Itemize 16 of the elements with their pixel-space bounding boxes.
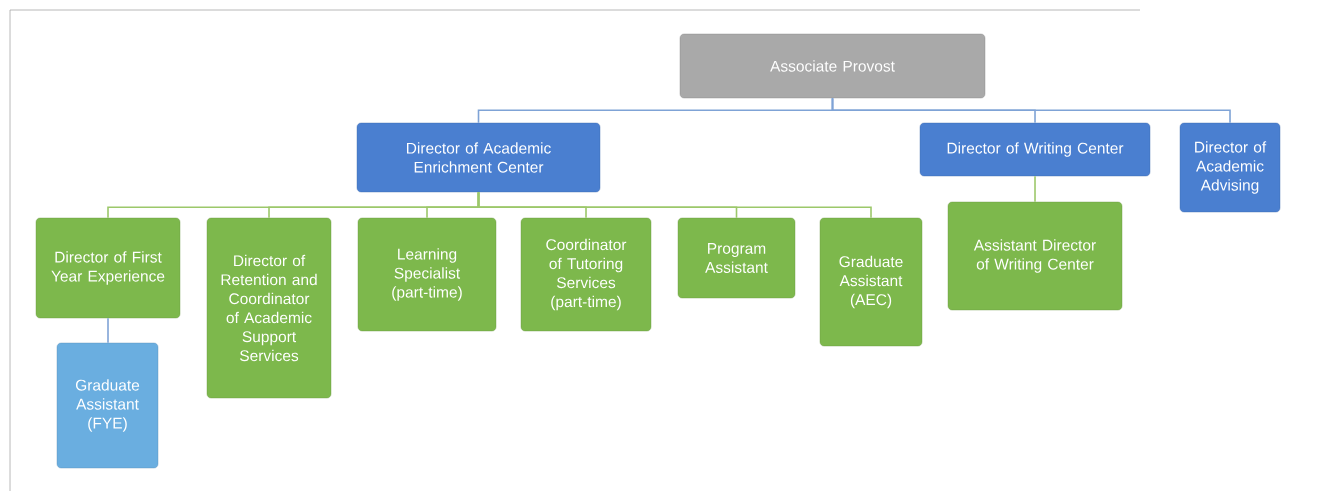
connector-line bbox=[107, 317, 109, 344]
staff-box: Learning Specialist (part-time) bbox=[357, 217, 497, 332]
connector-line bbox=[477, 191, 872, 219]
staff-box: Coordinator of Tutoring Services (part-time) bbox=[520, 217, 652, 332]
staff-box: Program Assistant bbox=[677, 217, 796, 299]
director-box: Director of Academic Enrichment Center bbox=[356, 122, 601, 193]
connector-line bbox=[1034, 175, 1036, 203]
staff-box: Director of Retention and Coordinator of Academic Support Services bbox=[206, 217, 332, 399]
director-box: Director of Writing Center bbox=[919, 122, 1151, 177]
connector-line bbox=[831, 97, 1231, 124]
title-box: Associate Provost bbox=[679, 33, 986, 99]
staff-box: Assistant Director of Writing Center bbox=[947, 201, 1123, 311]
staff-box: Graduate Assistant (AEC) bbox=[819, 217, 923, 347]
director-box: Director of Academic Advising bbox=[1179, 122, 1281, 213]
staff-box: Graduate Assistant (FYE) bbox=[56, 342, 159, 469]
staff-box: Director of First Year Experience bbox=[35, 217, 181, 319]
